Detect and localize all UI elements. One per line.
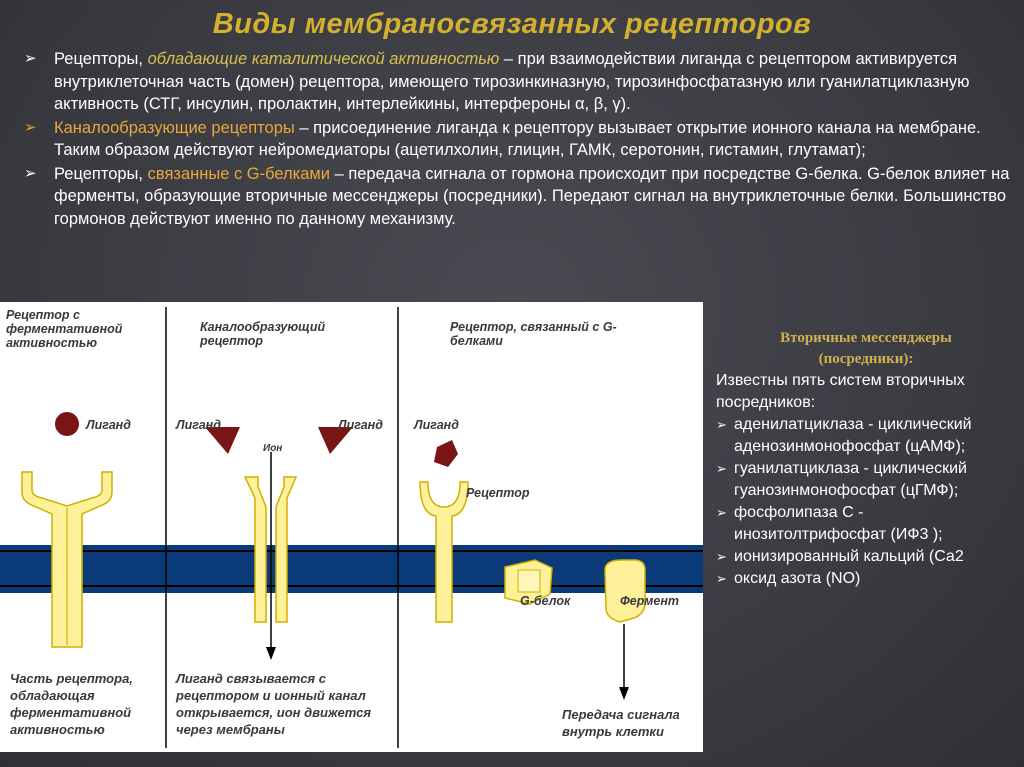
panel1-ligand-label: Лиганд [86,418,131,432]
panel2-title: Каналообразующий рецептор [200,320,326,348]
enzyme-shape [604,559,646,623]
second-messengers-panel: Вторичные мессенджеры (посредники): Изве… [716,328,1016,590]
arrow-bullet-icon: ➢ [24,164,37,182]
gpcr-receptor-shape [419,481,469,623]
panel2-caption: Лиганд связывается с рецептором и ионный… [176,671,372,737]
list-item: ➢ оксид азота (NO) [716,568,1016,590]
bullet-list: ➢ Рецепторы, обладающие каталитической а… [24,48,1014,231]
bullet-highlight: обладающие каталитической активностью [147,50,500,68]
panel1-title: Рецептор с ферментативной активностью [6,308,123,350]
channel-right-subunit [275,476,298,623]
list-item: ➢ аденилатциклаза - циклический аденозин… [716,414,1016,458]
panel3-ligand-label: Лиганд [414,418,459,432]
signal-arrowhead [619,687,629,700]
ion-arrowhead [266,647,276,660]
panel2-ion-label: Ион [263,443,283,454]
bullet-lead: Рецепторы, [54,50,144,68]
slide-title: Виды мембраносвязанных рецепторов [212,8,812,40]
bullet-text: – передача сигнала от гормона происходит… [54,164,1010,228]
bullet-highlight: связанные с G-белками [147,164,330,183]
panel2-ligand-right-label: Лиганд [338,418,383,432]
membrane-edge-bottom [0,585,703,587]
second-messengers-subheading: (посредники): [818,351,914,367]
receptor-diagram: Рецептор с ферментативной активностью Ли… [0,302,703,752]
arrow-bullet-icon: ➢ [24,50,37,67]
arrow-bullet-icon: ➢ [716,505,727,520]
list-item: ➢ ионизированный кальций (Са2 [716,546,1016,568]
g-protein-subunit [517,569,541,593]
membrane-edge-top [0,550,703,552]
panel3-caption: Передача сигнала внутрь клетки [562,707,680,739]
channel-left-subunit [243,476,267,623]
ligand-pentagon [434,440,458,467]
list-item-text: оксид азота (NO) [734,570,861,587]
list-item: ➢ гуанилатциклаза - циклический гуанозинм… [716,458,1016,502]
second-messengers-intro: Известны пять систем вторичных посредник… [716,372,965,411]
panel3-title: Рецептор, связанный с G-белками [450,320,617,348]
panel3-enzyme-label: Фермент [620,594,680,608]
arrow-bullet-icon: ➢ [716,571,727,586]
panel1-caption: Часть рецептора, обладающая ферментативн… [10,671,133,737]
list-item-text: гуанилатциклаза - циклический гуанозинмо… [734,460,967,499]
bullet-lead: Рецепторы, [54,164,144,183]
list-item: ➢ фосфолипаза С - инозитолтрифосфат (ИФ3 … [716,502,1016,546]
list-item-text: фосфолипаза С - инозитолтрифосфат (ИФ3 )… [734,504,943,543]
bullet-gprotein: ➢ Рецепторы, связанные с G-белками – пер… [24,163,1014,231]
arrow-bullet-icon: ➢ [716,549,727,564]
bullet-channel: ➢ Каналообразующие рецепторы – присоедин… [24,117,1014,162]
arrow-bullet-icon: ➢ [24,118,37,136]
second-messengers-heading: Вторичные мессенджеры [780,330,952,346]
ligand-triangle-right [318,427,353,454]
ligand-triangle-left [205,427,240,454]
arrow-bullet-icon: ➢ [716,417,727,432]
panel3-gprotein-label: G-белок [520,594,571,608]
bullet-text: – присоединение лиганда к рецептору вызы… [54,118,981,160]
panel2-ligand-left-label: Лиганд [176,418,221,432]
receptor-diagram-graphic [0,307,703,748]
panel3-receptor-label: Рецептор [466,486,530,500]
list-item-text: ионизированный кальций (Са2 [734,548,964,565]
ligand-circle [55,412,79,436]
arrow-bullet-icon: ➢ [716,461,727,476]
bullet-text: – при взаимодействии лиганда с рецепторо… [54,50,970,113]
bullet-highlight: Каналообразующие рецепторы [54,118,295,137]
bullet-catalytic: ➢ Рецепторы, обладающие каталитической а… [24,48,1014,116]
list-item-text: аденилатциклаза - циклический аденозинмо… [734,416,972,455]
